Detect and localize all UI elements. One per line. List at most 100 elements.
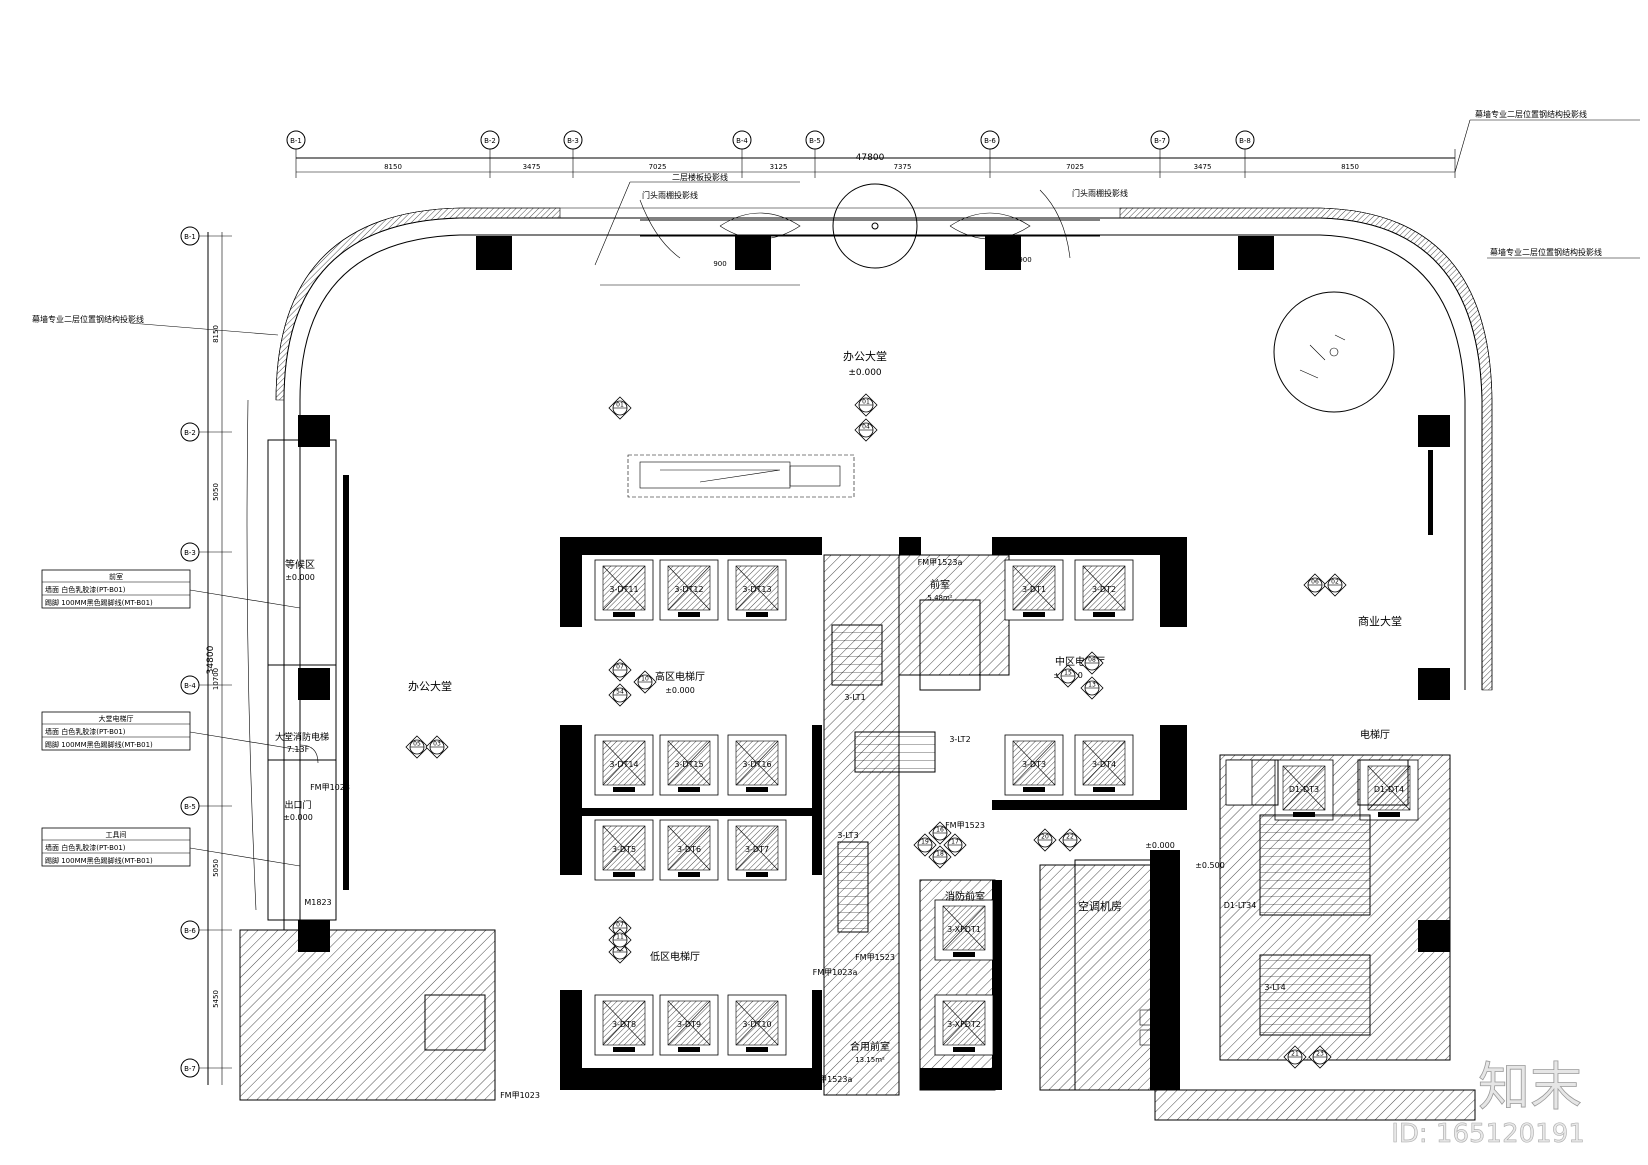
elevator-shaft	[1004, 734, 1064, 796]
svg-text:门头雨棚投影线: 门头雨棚投影线	[1072, 188, 1128, 198]
legend-line: 墙面 白色乳胶漆(PT-B01)	[45, 585, 126, 594]
grid-label: B-2	[184, 429, 196, 437]
elevator-label: 3-DT1	[1022, 585, 1046, 594]
legend-line: 墙面 白色乳胶漆(PT-B01)	[45, 727, 126, 736]
legend-title: 工具间	[106, 831, 127, 839]
watermark: 知末 ID: 165120191	[1391, 1058, 1585, 1150]
room-waiting: 等候区	[285, 558, 315, 571]
dimension-label: 8150	[212, 325, 220, 343]
detail-ref-marker: 10	[633, 670, 657, 694]
elevator-label: 3-XFDT1	[947, 925, 981, 934]
dimension-label: 3475	[523, 163, 541, 171]
dimension-label: 3125	[770, 163, 788, 171]
detail-ref-marker: 17	[943, 833, 967, 857]
elevator-shaft	[594, 559, 654, 621]
total-dimension: 47800	[856, 153, 885, 163]
detail-ref-number: 01	[616, 402, 624, 409]
elevator-shaft	[1074, 734, 1134, 796]
detail-ref-number: 54	[616, 689, 624, 696]
room-labels: 办公大堂 ±0.000 办公大堂 商业大堂 等候区 ±0.000 大堂消防电梯 …	[275, 349, 1402, 1064]
detail-ref-marker: 01	[854, 393, 878, 417]
elevator-shaft	[1004, 559, 1064, 621]
round-feature	[1273, 291, 1395, 413]
room-office-hall-left: 办公大堂	[408, 679, 452, 693]
room-aircon: 空调机房	[1078, 899, 1122, 913]
detail-ref-number: 06	[1311, 579, 1319, 586]
elevator-shaft	[727, 734, 787, 796]
elevator-label: 3-DT13	[742, 585, 771, 594]
detail-ref-number: 23	[1316, 1051, 1324, 1058]
svg-text:±0.000: ±0.000	[665, 686, 695, 695]
detail-ref-number: 07	[616, 664, 624, 671]
elevator-shaft	[1074, 559, 1134, 621]
detail-ref-number: 08	[1088, 657, 1096, 664]
elevator-shaft	[659, 819, 719, 881]
grid-label: B-1	[290, 137, 302, 145]
detail-ref-number: 19	[921, 839, 929, 846]
detail-ref-marker: 21	[1283, 1045, 1307, 1069]
elevator-label: D1-DT3	[1289, 785, 1319, 794]
legend-line: 踢脚 100MM黑色踢脚线(MT-B01)	[45, 740, 153, 749]
dimension-label: 8150	[384, 163, 402, 171]
svg-text:900: 900	[1018, 256, 1031, 264]
legend-line: 踢脚 100MM黑色踢脚线(MT-B01)	[45, 856, 153, 865]
detail-ref-marker: 15	[1056, 664, 1080, 688]
svg-text:±0.000: ±0.000	[1145, 841, 1175, 850]
watermark-logo: 知末	[1478, 1058, 1582, 1118]
detail-ref-number: 11	[616, 934, 624, 941]
elevator-label: 3-DT9	[677, 1020, 701, 1029]
detail-ref-number: 16	[936, 827, 944, 834]
detail-ref-number: 01	[862, 399, 870, 406]
legend-line: 踢脚 100MM黑色踢脚线(MT-B01)	[45, 598, 153, 607]
elevator-shaft	[934, 899, 994, 961]
left-grid-axis: B-1B-2B-3B-4B-5B-6B-7 34800 815050501070…	[180, 226, 232, 1085]
grid-label: B-7	[1154, 137, 1166, 145]
room-fire-elevator: 大堂消防电梯	[275, 731, 329, 743]
detail-ref-number: 13	[1088, 682, 1096, 689]
elevator-label: 3-DT5	[612, 845, 636, 854]
grid-label: B-7	[184, 1065, 196, 1073]
grid-bubble-left-6: B-6	[180, 920, 232, 940]
elevator-label: 3-DT14	[609, 760, 638, 769]
note-top-right: 幕墙专业二层位置钢结构投影线	[1475, 109, 1587, 119]
detail-ref-number: 07	[616, 922, 624, 929]
door-tag: FM甲1023	[310, 783, 350, 792]
stair-label: 3-LT1	[844, 693, 865, 702]
door-tags: FM甲1523aFM甲1523FM甲1023FM甲1523FM甲1023aM18…	[304, 558, 985, 1100]
dimension-label: 7025	[1066, 163, 1084, 171]
legend-line: 墙面 白色乳胶漆(PT-B01)	[45, 843, 126, 852]
room-office-hall-top: 办公大堂	[843, 349, 887, 363]
detail-ref-marker: 54	[608, 683, 632, 707]
dimension-label: 5050	[212, 483, 220, 501]
elevator-label: 3-DT6	[677, 845, 701, 854]
detail-ref-marker: 06	[1303, 573, 1327, 597]
grid-bubble-top-3: B-3	[563, 130, 583, 178]
legend-title: 大堂电梯厅	[99, 714, 134, 723]
stair-label: 3-LT4	[1264, 983, 1285, 992]
elevator-label: 3-DT7	[745, 845, 769, 854]
detail-ref-marker: 22	[1058, 828, 1082, 852]
dimension-label: 7025	[649, 163, 667, 171]
grid-bubble-top-8: B-8	[1235, 130, 1255, 178]
detail-ref-marker: 16	[928, 821, 952, 845]
detail-ref-number: 22	[1066, 834, 1074, 841]
stairs	[831, 624, 1371, 1036]
note-slab: 二层楼板投影线	[672, 172, 728, 182]
elevator-label: 3-DT11	[609, 585, 638, 594]
elevator-shaft	[727, 994, 787, 1056]
grid-bubble-left-3: B-3	[180, 542, 232, 562]
entrance-area: 900 900	[476, 183, 1274, 286]
svg-text:±0.000: ±0.000	[283, 813, 313, 822]
grid-label: B-2	[484, 137, 496, 145]
left-total-dimension: 34800	[206, 645, 216, 674]
detail-ref-marker: 18	[928, 845, 952, 869]
elevator-label: 3-DT12	[674, 585, 703, 594]
elevator-label: D1-DT4	[1374, 785, 1404, 794]
grid-label: B-5	[809, 137, 821, 145]
detail-ref-number: 03	[433, 741, 441, 748]
